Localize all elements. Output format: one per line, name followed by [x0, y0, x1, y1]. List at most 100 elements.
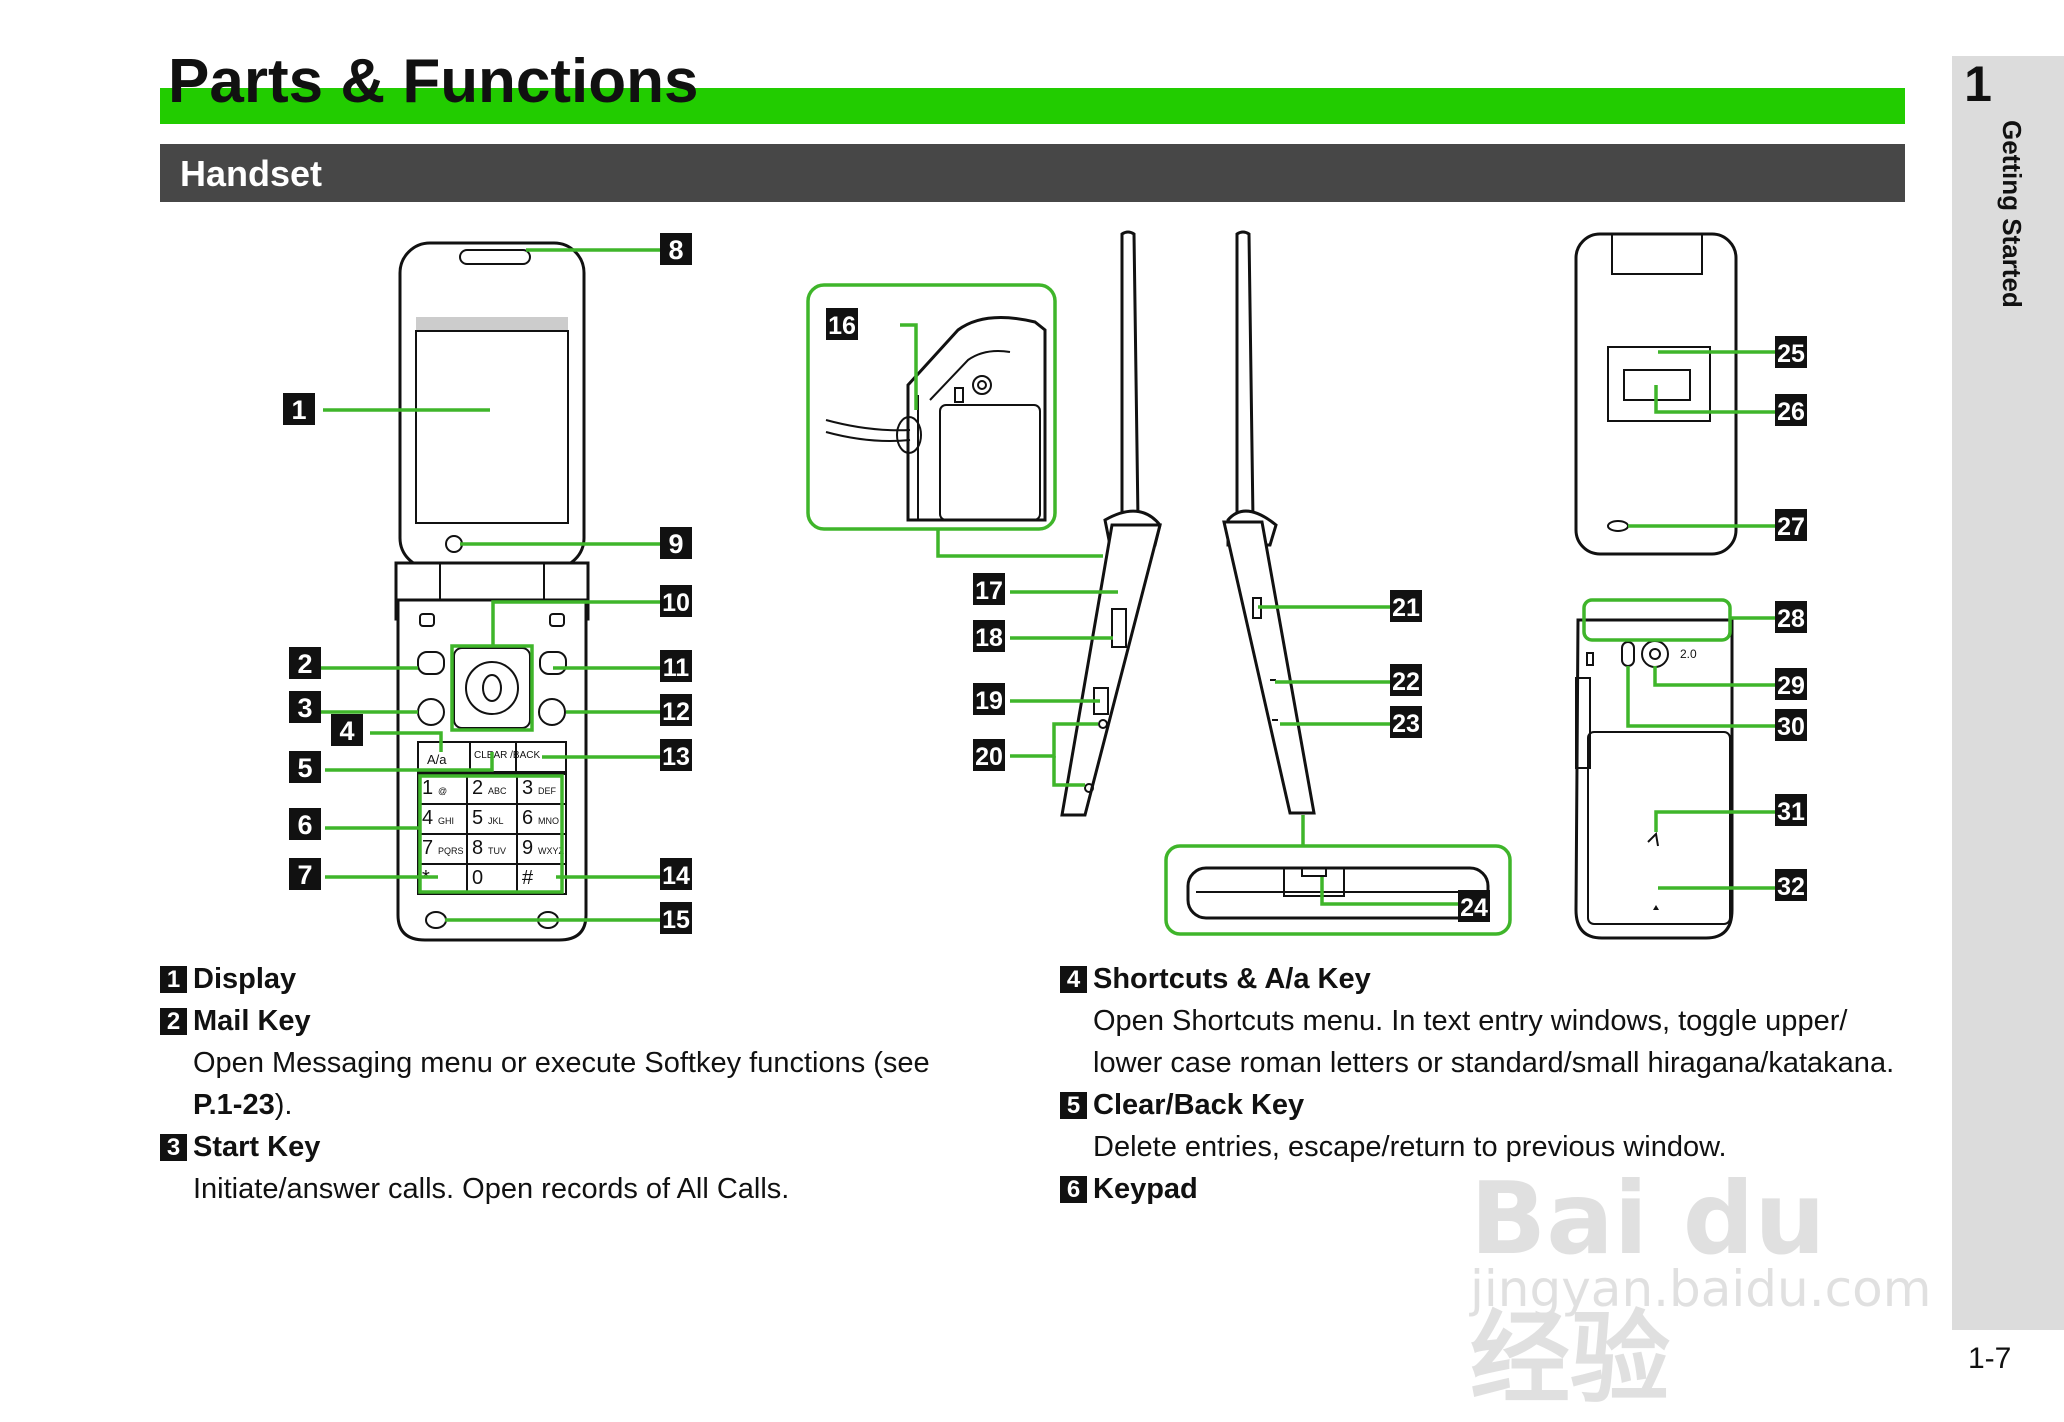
- callout-number: 12: [662, 698, 690, 726]
- callout-number: 28: [1777, 605, 1805, 633]
- keypad-key: 5: [472, 807, 483, 829]
- callout-badge-box: [660, 650, 692, 682]
- item-number-badge: 5: [1060, 1091, 1087, 1119]
- callout-number: 3: [297, 693, 312, 723]
- callout-badge-box: [1390, 706, 1422, 738]
- page-number: 1-7: [1968, 1342, 2012, 1375]
- item-name: Display: [193, 963, 297, 995]
- chapter-number: 1: [1964, 56, 1992, 112]
- camera-spec-text: 2.0: [1680, 647, 1697, 661]
- callout-badge-box: [973, 620, 1005, 652]
- callout-badge-box: [1775, 509, 1807, 541]
- keypad-key: 0: [472, 867, 483, 889]
- watermark-sub: jingyan.baidu.com: [1470, 1260, 1932, 1318]
- chapter-label: Getting Started: [1997, 120, 2027, 308]
- callout-number: 8: [668, 235, 683, 265]
- aa-key-label: A/a: [427, 752, 447, 767]
- callout-badge-box: [1390, 590, 1422, 622]
- callout-badges: 1234567891011121314151617181920212223242…: [283, 233, 1807, 934]
- item-number-badge: 1: [160, 965, 187, 993]
- callout-badge-box: [1775, 794, 1807, 826]
- callout-badge-box: [660, 527, 692, 559]
- phone-bottom-view: [1164, 815, 1512, 936]
- callout-number: 7: [297, 860, 312, 890]
- keypad-key: 4: [422, 807, 433, 829]
- callout-number: 27: [1777, 513, 1805, 541]
- callout-number: 21: [1392, 594, 1420, 622]
- keypad-key: 2: [472, 777, 483, 799]
- callout-number: 32: [1777, 873, 1805, 901]
- callout-number: 20: [975, 743, 1003, 771]
- callout-number: 29: [1777, 672, 1805, 700]
- callout-number: 15: [662, 906, 690, 934]
- callout-badge-box: [1775, 709, 1807, 741]
- item-number-badge: 2: [160, 1007, 187, 1035]
- keypad-key: 9: [522, 837, 533, 859]
- watermark-main: Bai du 经验: [1470, 1160, 1826, 1417]
- callout-number: 17: [975, 577, 1003, 605]
- keypad-key-letters: @: [438, 786, 447, 796]
- page-title: Parts & Functions: [168, 47, 699, 116]
- callout-badge-box: [973, 573, 1005, 605]
- page-reference-link[interactable]: P.1-23: [193, 1089, 275, 1121]
- callout-number: 18: [975, 624, 1003, 652]
- keypad-key: #: [522, 867, 534, 889]
- front-callout-lines: [313, 248, 660, 922]
- callout-badge-box: [1775, 601, 1807, 633]
- callout-badge-box: [289, 808, 321, 840]
- callout-number: 1: [291, 395, 306, 425]
- item-description: Open Shortcuts menu. In text entry windo…: [1093, 1005, 1848, 1037]
- strap-inset: [806, 283, 1057, 531]
- callout-badge-box: [1775, 394, 1807, 426]
- keypad-key-letters: ABC: [488, 786, 507, 796]
- callout-number: 10: [662, 589, 690, 617]
- item-name: Clear/Back Key: [1093, 1089, 1305, 1121]
- keypad-key: 3: [522, 777, 533, 799]
- callout-badge-box: [1775, 869, 1807, 901]
- callout-badge-box: [660, 858, 692, 890]
- callout-badge-box: [289, 647, 321, 679]
- callout-number: 9: [668, 529, 683, 559]
- callout-number: 11: [663, 654, 690, 682]
- callout-badge-box: [973, 739, 1005, 771]
- clear-key-label: CLEAR /BACK: [474, 750, 540, 761]
- keypad-key-letters: WXYZ: [538, 846, 565, 856]
- callout-badge-box: [660, 694, 692, 726]
- callout-number: 23: [1392, 710, 1420, 738]
- phone-side-left: [1060, 230, 1162, 817]
- keypad-key: 7: [422, 837, 433, 859]
- callout-number: 16: [828, 312, 856, 340]
- callout-number: 25: [1777, 340, 1805, 368]
- keypad-key-letters: JKL: [488, 816, 504, 826]
- callout-number: 24: [1460, 894, 1488, 922]
- callout-number: 5: [297, 753, 312, 783]
- callout-number: 14: [662, 862, 690, 890]
- callout-badge-box: [826, 308, 858, 340]
- back-open-callout-lines: [1582, 598, 1775, 890]
- callout-badge-box: [660, 233, 692, 265]
- item-description: Open Messaging menu or execute Softkey f…: [193, 1047, 930, 1079]
- item-description: Delete entries, escape/return to previou…: [1093, 1131, 1727, 1163]
- callout-number: 6: [297, 810, 312, 840]
- back-callout-lines: [1628, 350, 1775, 528]
- callout-number: 2: [297, 649, 312, 679]
- item-name: Start Key: [193, 1131, 321, 1163]
- side-left-callout-lines: [1010, 590, 1118, 787]
- item-name: Shortcuts & A/a Key: [1093, 963, 1371, 995]
- callout-badge-box: [1775, 336, 1807, 368]
- callout-number: 19: [975, 687, 1003, 715]
- title-underline-bar: [160, 88, 1905, 124]
- item-name: Mail Key: [193, 1005, 311, 1037]
- item-number-badge: 6: [1060, 1175, 1087, 1203]
- keypad-key-letters: TUV: [488, 846, 506, 856]
- callout-badge-box: [660, 585, 692, 617]
- callout-badge-box: [660, 739, 692, 771]
- callout-number: 22: [1392, 668, 1420, 696]
